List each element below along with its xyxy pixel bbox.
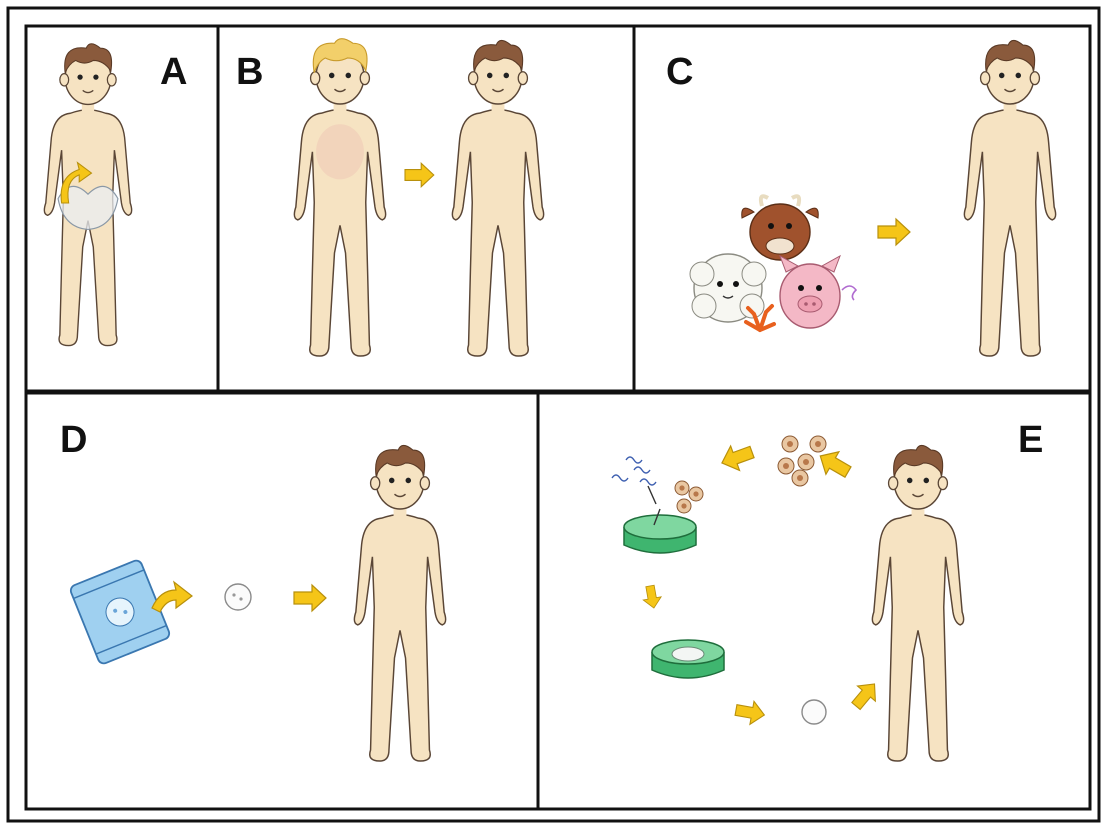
panel-c-label: C bbox=[666, 51, 693, 93]
panel-d: D bbox=[26, 393, 538, 809]
panel-b-label: B bbox=[236, 51, 263, 93]
panel-b: B bbox=[218, 26, 634, 391]
panel-a: A bbox=[26, 26, 218, 391]
petri-dish-icon bbox=[652, 640, 724, 678]
panel-a-frame bbox=[26, 26, 218, 391]
cell-sheet-icon bbox=[802, 700, 826, 724]
panel-e: E bbox=[538, 393, 1090, 809]
cell-sheet-icon bbox=[225, 584, 251, 610]
panel-c: C bbox=[634, 26, 1090, 391]
panel-b-frame bbox=[218, 26, 634, 391]
panel-d-label: D bbox=[60, 419, 87, 461]
panel-e-label: E bbox=[1018, 419, 1043, 461]
panel-a-label: A bbox=[160, 51, 187, 93]
panel-e-frame bbox=[538, 393, 1090, 809]
